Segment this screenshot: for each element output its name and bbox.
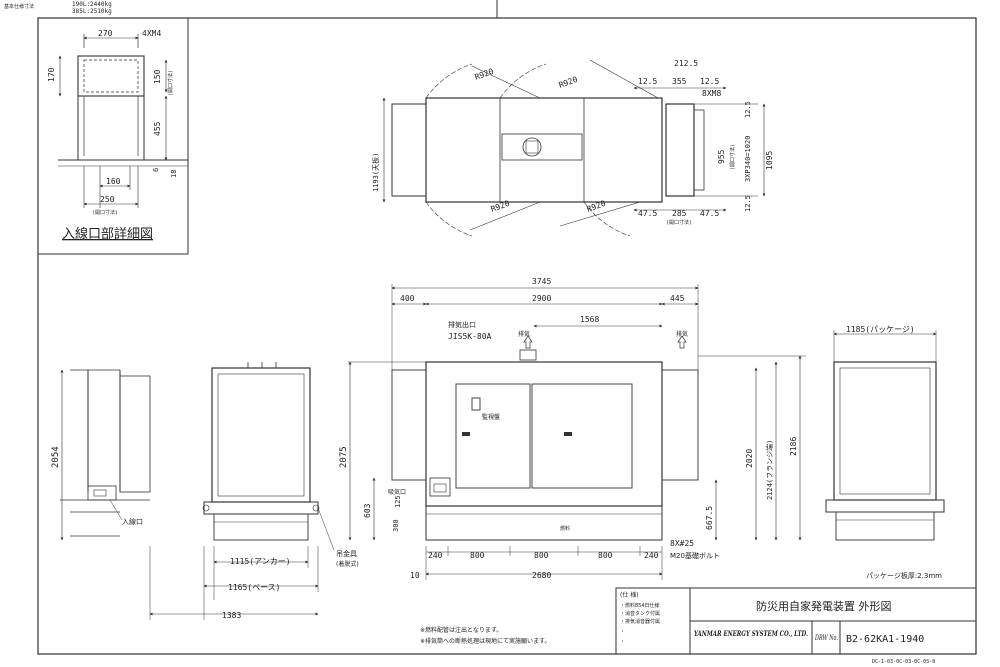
front-dim-603: 603 (363, 503, 372, 518)
footer-code: DC-1-03-0C-03-0C-0S-0 (872, 659, 935, 665)
note-line1: ※燃料配管は注出となります。 (420, 626, 502, 634)
spec-item-3: ・排気消音器付属 (620, 618, 660, 625)
sheet-frame (37, 17, 977, 655)
front-dim-2124: 2124(フランジ端) (765, 440, 774, 500)
front-dim-240-a: 240 (428, 551, 443, 560)
note-line2: ※排気筒への断熱処理は現地にて実施願います。 (420, 637, 550, 645)
front-exhaust-1: 排気 (518, 330, 530, 338)
top-radius-3: R920 (490, 199, 511, 214)
inlet-dim-4xm4: 4XM4 (142, 29, 161, 38)
company-name: YANMAR ENERGY SYSTEM CO., LTD. (694, 629, 808, 638)
left-dim-2054: 2054 (51, 446, 61, 468)
header-tag: 基本仕様寸法 (4, 3, 34, 10)
drawing-title: 防災用自家発電装置 外形図 (756, 599, 892, 613)
inlet-dim-250: 250 (100, 195, 115, 204)
front-dim-10: 10 (410, 571, 420, 580)
top-dim-8xm8: 8XM8 (702, 89, 721, 98)
package-thickness-note: パッケージ板厚:2.3mm (866, 571, 942, 580)
top-dim-285: 285 (672, 209, 687, 218)
top-dim-12-5-b: 12.5 (700, 77, 719, 86)
inlet-dim-18: 18 (170, 170, 178, 178)
left-inlet-label: 入線口 (122, 517, 143, 526)
left-view: 2054 入線口 (51, 369, 151, 541)
right-dim-1185: 1185(パッケージ) (846, 325, 915, 334)
side-lift-sub: (着脱式) (336, 560, 359, 568)
inlet-detail-view: 270 4XM4 170 150 (開口寸法) 455 6 18 160 250… (37, 17, 189, 255)
front-panel-label: 監視盤 (482, 413, 500, 421)
header-line1: 190L:2440kg (72, 1, 112, 8)
spec-item-2: ・消音タンク付属 (620, 610, 660, 617)
svg-text:・: ・ (620, 629, 625, 635)
front-dim-3745: 3745 (532, 277, 551, 286)
top-radius-1: R920 (474, 67, 495, 82)
inlet-dim-170: 170 (47, 67, 56, 82)
inlet-dim-6: 6 (152, 168, 160, 172)
front-dim-2680: 2680 (532, 571, 551, 580)
front-view: 3745 400 2900 445 1568 排気出口 JIS5K-80A 排気… (339, 277, 806, 580)
front-jis-flange: JIS5K-80A (448, 332, 492, 341)
front-exhaust-outlet: 排気出口 (448, 320, 476, 329)
front-dim-2020: 2020 (745, 449, 754, 468)
right-view: 1185(パッケージ) (825, 325, 945, 541)
front-intake-label: 吸気口 (388, 488, 406, 496)
front-dim-445: 445 (670, 294, 685, 303)
top-dim-12-5-a: 12.5 (638, 77, 657, 86)
front-exhaust-2: 排気 (676, 330, 688, 338)
front-dim-800-c: 800 (598, 551, 613, 560)
dwg-number: B2-62KA1-1940 (846, 634, 924, 645)
inlet-dim-open-2: (開口寸法) (92, 209, 118, 216)
front-dim-1568: 1568 (580, 315, 599, 324)
front-fuel-label: 燃料 (560, 525, 570, 532)
front-dim-300: 300 (392, 519, 400, 532)
top-dim-12-5-c: 12.5 (744, 101, 752, 118)
front-dim-800-b: 800 (534, 551, 549, 560)
front-dim-125: 125 (394, 495, 402, 508)
side-view: 吊金具 (着脱式) 1115(アンカー) 1165(ベース) 1383 (149, 362, 359, 620)
inlet-dim-160: 160 (106, 177, 121, 186)
inlet-dim-150: 150 (153, 69, 162, 84)
top-view: R920 R920 R920 R920 212.5 12.5 355 12.5 … (371, 59, 774, 237)
top-dim-12-5-d: 12.5 (744, 195, 752, 212)
side-dim-1383: 1383 (222, 611, 241, 620)
front-bolt-size: M20基礎ボルト (670, 551, 720, 560)
top-dim-955: 955 (717, 149, 726, 164)
top-dim-47-5-a: 47.5 (638, 209, 657, 218)
front-dim-2186: 2186 (789, 437, 798, 456)
dwg-label: DRW No. (814, 634, 838, 642)
front-bolt-count: 8X#25 (670, 539, 694, 548)
front-dim-2900: 2900 (532, 294, 551, 303)
front-dim-400: 400 (400, 294, 415, 303)
inlet-dim-455: 455 (153, 121, 162, 136)
front-dim-800-a: 800 (470, 551, 485, 560)
top-dim-open-a: (開口寸法) (729, 144, 736, 170)
spec-item-1: ・燃料854日仕様 (620, 602, 660, 609)
top-radius-4: R920 (586, 199, 607, 214)
inlet-detail-title: 入線口部詳細図 (62, 226, 153, 242)
side-dim-1115: 1115(アンカー) (230, 557, 291, 566)
title-block: (仕 様) ・燃料854日仕様 ・消音タンク付属 ・排気消音器付属 ・ ・ 防災… (615, 587, 977, 655)
top-dim-open-b: (開口寸法) (666, 219, 692, 226)
front-dim-667-5: 667.5 (705, 506, 714, 530)
front-dim-2075: 2075 (339, 446, 349, 468)
top-dim-47-5-b: 47.5 (700, 209, 719, 218)
svg-text:・: ・ (620, 639, 625, 645)
top-dim-1193: 1193(天板) (371, 153, 380, 192)
inlet-dim-open-1: (開口寸法) (167, 70, 174, 96)
spec-title: (仕 様) (620, 591, 639, 599)
top-dim-1095: 1095 (765, 151, 774, 170)
side-dim-1165: 1165(ベース) (228, 583, 281, 592)
top-radius-2: R920 (558, 75, 579, 90)
front-dim-240-b: 240 (644, 551, 659, 560)
inlet-dim-270: 270 (98, 29, 113, 38)
top-dim-3xp340: 3XP340=1020 (744, 136, 752, 182)
side-lift-label: 吊金具 (336, 549, 357, 558)
header-line2: 385L:2510kg (72, 8, 112, 15)
top-dim-212-5: 212.5 (674, 59, 698, 68)
top-dim-355: 355 (672, 77, 687, 86)
